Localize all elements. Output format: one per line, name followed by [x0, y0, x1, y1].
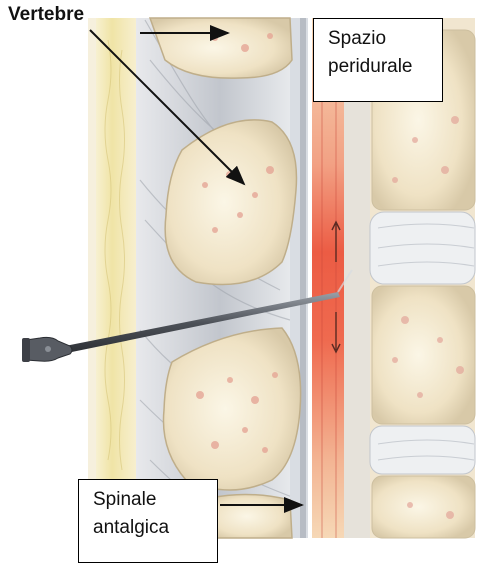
label-spinale-line1: Spinale: [93, 486, 203, 514]
label-vertebre: Vertebre: [8, 4, 84, 26]
label-spazio-line1: Spazio: [328, 25, 428, 53]
label-spazio-line2: peridurale: [328, 53, 428, 81]
dura-line: [300, 18, 306, 538]
skin-edge: [88, 18, 96, 538]
label-spinale-antalgica: Spinale antalgica: [78, 479, 218, 563]
spinous-process-lower: [210, 494, 292, 538]
label-spazio-peridurale: Spazio peridurale: [313, 18, 443, 102]
label-spinale-line2: antalgica: [93, 514, 203, 542]
